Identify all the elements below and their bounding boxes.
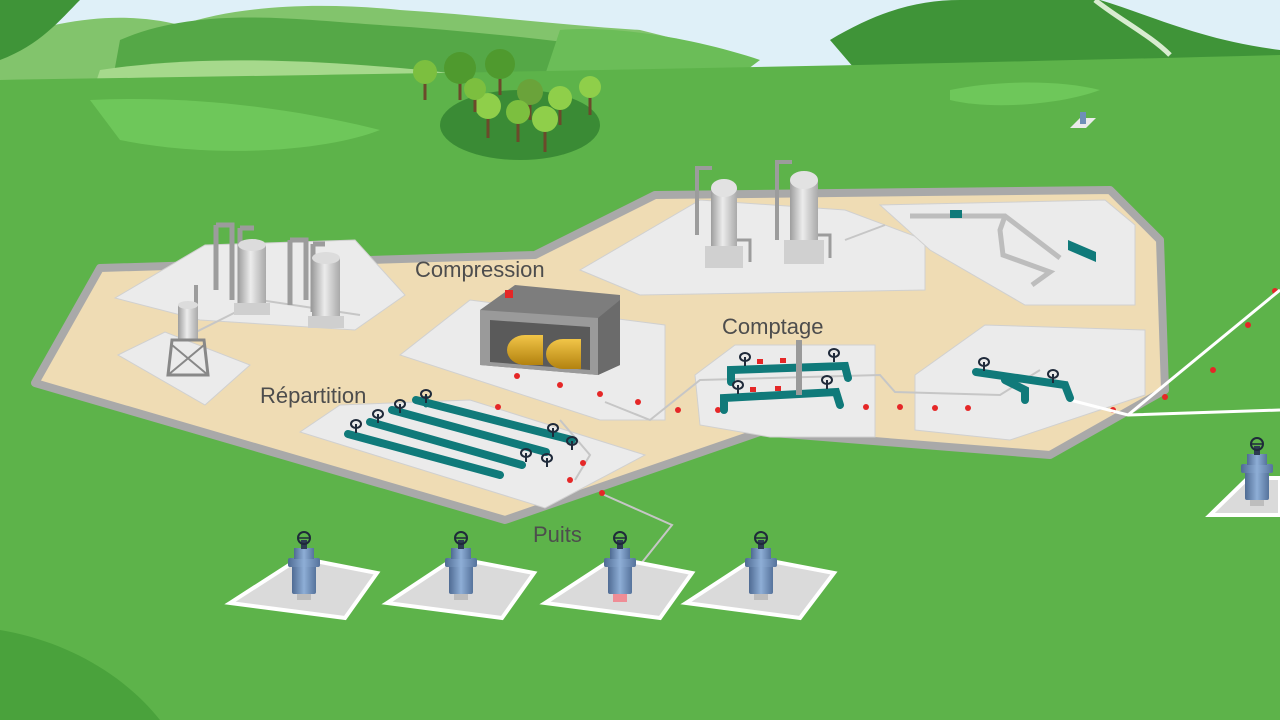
label-comptage: Comptage — [722, 314, 824, 339]
tree-icon — [413, 49, 601, 152]
storage-towers — [695, 160, 832, 268]
label-repartition: Répartition — [260, 383, 366, 408]
tank-icon — [784, 171, 832, 264]
scrubber-tower — [166, 285, 210, 377]
label-compression: Compression — [415, 257, 545, 282]
compressor-icon — [480, 285, 620, 375]
tree-grove — [413, 49, 601, 160]
tank-icon — [705, 179, 752, 268]
tank-icon — [234, 239, 270, 315]
repartition-manifolds — [344, 395, 576, 479]
active-well-marker — [613, 594, 627, 602]
distant-well — [1070, 112, 1096, 128]
tank-icon — [308, 252, 344, 328]
export-manifold — [972, 357, 1074, 404]
separator-units — [166, 222, 344, 377]
comptage-manifolds — [720, 340, 852, 414]
upper-right-piping — [910, 210, 1096, 288]
signal-dots — [495, 288, 1278, 496]
label-puits: Puits — [533, 522, 582, 547]
